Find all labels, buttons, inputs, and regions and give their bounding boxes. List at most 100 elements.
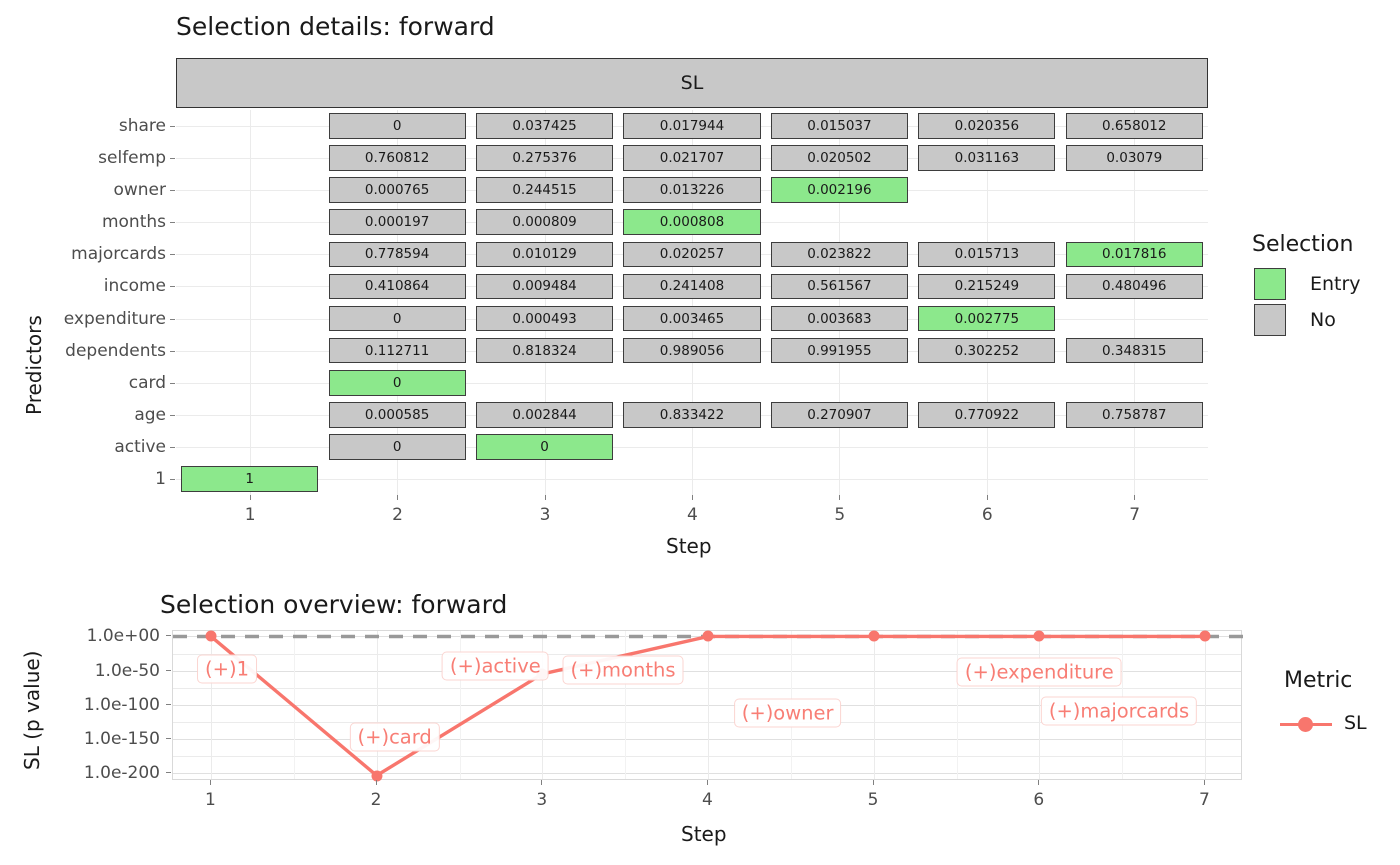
metric-legend-key[interactable] [1280,714,1332,734]
data-point[interactable] [205,630,217,642]
heatmap-cell[interactable]: 0.241408 [623,273,761,300]
gridline-vertical-major [376,631,378,779]
gridline-horizontal-minor [173,755,1241,757]
y-tick-mark [170,286,175,288]
heatmap-cell[interactable]: 0.003683 [770,305,908,332]
heatmap-cell[interactable]: 0.989056 [623,337,761,364]
heatmap-cell[interactable]: 0.758787 [1065,401,1203,428]
y-tick-mark [170,446,175,448]
y-tick-mark [170,190,175,192]
overview-x-tick-label: 2 [370,790,382,810]
gridline-vertical-minor [459,631,461,779]
heatmap-cell[interactable]: 0.991955 [770,337,908,364]
heatmap-cell[interactable]: 0.021707 [623,145,761,171]
heatmap-cell[interactable]: 0.770922 [918,401,1056,428]
heatmap-cell[interactable]: 0.017944 [623,113,761,139]
heatmap-cell[interactable]: 0.000765 [328,177,466,204]
heatmap-cell[interactable]: 0.002775 [918,305,1056,332]
point-annotation: (+)card [349,722,440,752]
selection-legend-title: Selection [1252,232,1354,257]
gridline-horizontal [176,478,1208,480]
detail-row-label: selfemp [98,148,166,169]
overview-x-tick-mark [375,780,377,785]
data-point[interactable] [868,630,880,642]
heatmap-cell[interactable]: 0.013226 [623,177,761,204]
facet-strip-label: SL [680,72,704,94]
heatmap-cell[interactable]: 0.020257 [623,241,761,268]
heatmap-cell[interactable]: 0.010129 [476,241,614,268]
detail-x-tick-label: 5 [834,505,846,525]
heatmap-cell[interactable]: 0.480496 [1065,273,1203,300]
heatmap-cell[interactable]: 0.561567 [770,273,908,300]
heatmap-cell[interactable]: 0.000197 [328,209,466,236]
gridline-horizontal [176,382,1208,384]
overview-x-axis-label: Step [681,822,727,846]
heatmap-cell[interactable]: 0.015713 [918,241,1056,268]
overview-y-tick-mark [166,771,171,773]
heatmap-cell[interactable]: 1 [181,466,319,492]
data-point[interactable] [702,630,714,642]
heatmap-cell[interactable]: 0.818324 [476,337,614,364]
x-tick-mark [839,495,841,500]
detail-x-tick-label: 7 [1129,505,1141,525]
heatmap-cell[interactable]: 0.778594 [328,241,466,268]
heatmap-cell[interactable]: 0.000585 [328,401,466,428]
heatmap-cell[interactable]: 0.760812 [328,145,466,171]
detail-x-tick-label: 3 [539,505,551,525]
data-point[interactable] [1199,630,1211,642]
heatmap-cell[interactable]: 0.031163 [918,145,1056,171]
y-tick-mark [170,382,175,384]
detail-row-label: months [101,212,166,233]
data-point[interactable] [371,770,383,782]
heatmap-cell[interactable]: 0.410864 [328,273,466,300]
detail-panel-title: Selection details: forward [176,12,495,41]
heatmap-cell[interactable]: 0.015037 [770,113,908,139]
gridline-horizontal-major [173,704,1241,706]
heatmap-cell[interactable]: 0.037425 [476,113,614,139]
heatmap-cell[interactable]: 0.017816 [1065,241,1203,268]
x-tick-mark [692,495,693,500]
selection-legend-key-entry[interactable] [1254,268,1286,300]
gridline-vertical-major [1205,631,1206,779]
heatmap-cell[interactable]: 0 [328,434,466,460]
heatmap-cell[interactable]: 0.000493 [476,305,614,332]
overview-line-panel: (+)1(+)card(+)active(+)months(+)owner(+)… [172,630,1243,782]
heatmap-cell[interactable]: 0 [328,305,466,332]
heatmap-cell[interactable]: 0 [328,113,466,139]
heatmap-cell[interactable]: 0.275376 [476,145,614,171]
heatmap-cell[interactable]: 0.244515 [476,177,614,204]
gridline-vertical [544,110,546,495]
heatmap-cell[interactable]: 0.112711 [328,337,466,364]
overview-y-tick-label: 1.0e-50 [94,660,160,681]
point-annotation: (+)months [562,655,684,685]
y-tick-mark [170,478,175,480]
heatmap-cell[interactable]: 0.023822 [770,241,908,268]
heatmap-cell[interactable]: 0.002196 [770,177,908,204]
data-point[interactable] [1033,630,1045,642]
heatmap-cell[interactable]: 0.302252 [918,337,1056,364]
heatmap-cell[interactable]: 0.003465 [623,305,761,332]
heatmap-cell[interactable]: 0.000809 [476,209,614,236]
heatmap-cell[interactable]: 0 [328,369,466,396]
heatmap-cell[interactable]: 0.03079 [1065,145,1203,171]
gridline-vertical-major [708,631,709,779]
heatmap-cell[interactable]: 0.348315 [1065,337,1203,364]
heatmap-cell[interactable]: 0.020356 [918,113,1056,139]
heatmap-cell[interactable]: 0.215249 [918,273,1056,300]
selection-legend-key-no[interactable] [1254,304,1286,336]
overview-y-tick-mark [166,635,171,637]
heatmap-cell[interactable]: 0.002844 [476,401,614,428]
overview-x-tick-label: 3 [536,790,548,810]
heatmap-cell[interactable]: 0.658012 [1065,113,1203,139]
heatmap-cell[interactable]: 0 [476,434,614,460]
heatmap-cell[interactable]: 0.000808 [623,209,761,236]
overview-panel-title: Selection overview: forward [160,590,508,619]
heatmap-cell[interactable]: 0.009484 [476,273,614,300]
heatmap-cell[interactable]: 0.020502 [770,145,908,171]
legend-point-swatch [1298,717,1313,732]
heatmap-cell[interactable]: 0.833422 [623,401,761,428]
detail-row-label: card [128,372,166,393]
heatmap-cell[interactable]: 0.270907 [770,401,908,428]
gridline-horizontal-major [173,772,1241,774]
overview-y-tick-label: 1.0e-200 [83,762,160,783]
